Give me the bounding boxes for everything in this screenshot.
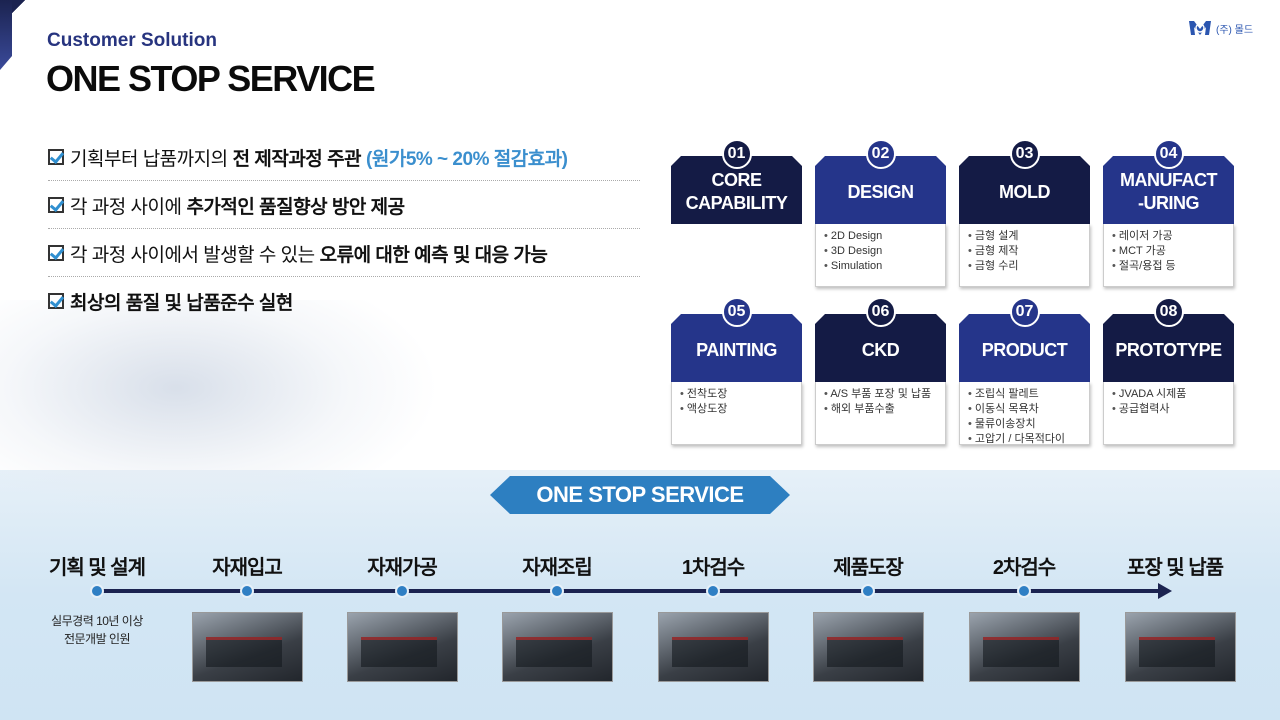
timeline-dot <box>240 584 254 598</box>
card-number: 02 <box>865 139 896 169</box>
checklist-bold-text: 최상의 품질 및 납품준수 실현 <box>70 292 293 314</box>
process-photo <box>192 612 303 682</box>
card-number: 08 <box>1153 297 1184 327</box>
card-list-item: 액상도장 <box>680 402 801 417</box>
card-list-item: 전착도장 <box>680 387 801 402</box>
card-list-item: 공급협력사 <box>1112 402 1233 417</box>
timeline-step-label: 자재입고 <box>212 557 283 579</box>
card-list-item: JVADA 시제품 <box>1112 387 1233 402</box>
process-photo <box>502 612 613 682</box>
card-list-item: 절곡/용접 등 <box>1112 259 1233 274</box>
corner-stripe <box>0 0 12 70</box>
process-photo <box>347 612 458 682</box>
card-title: PRODUCT <box>959 314 1090 382</box>
card-body: 조립식 팔레트이동식 목욕차물류이송장치고압기 / 다목적다이 <box>959 382 1090 445</box>
timeline-step-label: 1차검수 <box>681 557 745 579</box>
page-title: ONE STOP SERVICE <box>46 58 376 99</box>
timeline-dot <box>861 584 875 598</box>
card-list-item: A/S 부품 포장 및 납품 <box>824 387 945 402</box>
checkbox-checked-icon <box>48 149 64 165</box>
logo-mark-icon <box>1189 21 1211 35</box>
checklist-normal-text: 각 과정 사이에서 발생할 수 있는 <box>70 244 315 266</box>
card-list-item: 조립식 팔레트 <box>968 387 1089 402</box>
timeline-line <box>96 589 1162 593</box>
service-card: PROTOTYPE08JVADA 시제품공급협력사 <box>1103 297 1234 445</box>
checklist-bold-text: 오류에 대한 예측 및 대응 가능 <box>319 244 548 266</box>
card-list-item: 물류이송장치 <box>968 417 1089 432</box>
card-number: 04 <box>1153 139 1184 169</box>
checklist-normal-text: 기획부터 납품까지의 <box>70 148 228 170</box>
checklist-item: 최상의 품질 및 납품준수 실현 <box>48 277 640 325</box>
process-photo <box>658 612 769 682</box>
card-list-item: 레이저 가공 <box>1112 229 1233 244</box>
card-list-item: 금형 제작 <box>968 244 1089 259</box>
checkbox-checked-icon <box>48 197 64 213</box>
checklist-divider <box>48 276 640 277</box>
checkbox-checked-icon <box>48 293 64 309</box>
timeline-dot <box>1017 584 1031 598</box>
timeline-step-label: 제품도장 <box>833 557 904 579</box>
service-card: DESIGN022D Design3D DesignSimulation <box>815 139 946 287</box>
timeline-arrow-icon <box>1158 583 1172 599</box>
card-list-item: 3D Design <box>824 244 945 259</box>
card-body: 금형 설계금형 제작금형 수리 <box>959 224 1090 287</box>
card-body: JVADA 시제품공급협력사 <box>1103 382 1234 445</box>
note-line: 실무경력 10년 이상 <box>51 614 143 628</box>
timeline-step-label: 포장 및 납품 <box>1126 557 1224 579</box>
card-number: 05 <box>721 297 752 327</box>
timeline-dot <box>395 584 409 598</box>
service-card: MANUFACT-URING04레이저 가공MCT 가공절곡/용접 등 <box>1103 139 1234 287</box>
service-card: CKD06A/S 부품 포장 및 납품해외 부품수출 <box>815 297 946 445</box>
note-line: 전문개발 인원 <box>63 632 131 646</box>
one-stop-banner: ONE STOP SERVICE <box>490 476 790 514</box>
card-number: 03 <box>1009 139 1040 169</box>
card-list-item: 이동식 목욕차 <box>968 402 1089 417</box>
service-card: PAINTING05전착도장액상도장 <box>671 297 802 445</box>
card-body: A/S 부품 포장 및 납품해외 부품수출 <box>815 382 946 445</box>
card-list-item: MCT 가공 <box>1112 244 1233 259</box>
page-subtitle: Customer Solution <box>47 30 217 51</box>
checklist-normal-text: 각 과정 사이에 <box>70 196 182 218</box>
card-number: 06 <box>865 297 896 327</box>
timeline-step-label: 기획 및 설계 <box>48 557 146 579</box>
checklist-divider <box>48 228 640 229</box>
checklist-bold-text: 추가적인 품질향상 방안 제공 <box>186 196 405 218</box>
card-body: 레이저 가공MCT 가공절곡/용접 등 <box>1103 224 1234 287</box>
checklist-divider <box>48 180 640 181</box>
company-logo: (주) 몰드 <box>1188 20 1253 36</box>
card-list-item: 해외 부품수출 <box>824 402 945 417</box>
card-list-item: 금형 수리 <box>968 259 1089 274</box>
card-list-item: Simulation <box>824 259 945 274</box>
planning-note: 실무경력 10년 이상 전문개발 인원 <box>40 612 154 648</box>
checkbox-checked-icon <box>48 245 64 261</box>
process-photo <box>969 612 1080 682</box>
card-number: 01 <box>721 139 752 169</box>
process-photo <box>813 612 924 682</box>
timeline-dot <box>90 584 104 598</box>
checklist-highlight-text: (원가5% ~ 20% 절감효과) <box>366 148 568 170</box>
card-number: 07 <box>1009 297 1040 327</box>
timeline-step-label: 자재조립 <box>522 557 593 579</box>
card-list-item: 금형 설계 <box>968 229 1089 244</box>
timeline-step-label: 2차검수 <box>992 557 1056 579</box>
process-photo <box>1125 612 1236 682</box>
card-title: MOLD <box>959 156 1090 224</box>
card-body: 2D Design3D DesignSimulation <box>815 224 946 287</box>
logo-text: (주) 몰드 <box>1216 24 1254 36</box>
card-list-item: 고압기 / 다목적다이 <box>968 432 1089 447</box>
timeline-step-label: 자재가공 <box>367 557 438 579</box>
timeline-dot <box>706 584 720 598</box>
card-list-item: 2D Design <box>824 229 945 244</box>
card-body: 전착도장액상도장 <box>671 382 802 445</box>
timeline-dot <box>550 584 564 598</box>
laser-spark-background <box>0 300 440 520</box>
checklist-bold-text: 전 제작과정 주관 <box>232 148 362 170</box>
